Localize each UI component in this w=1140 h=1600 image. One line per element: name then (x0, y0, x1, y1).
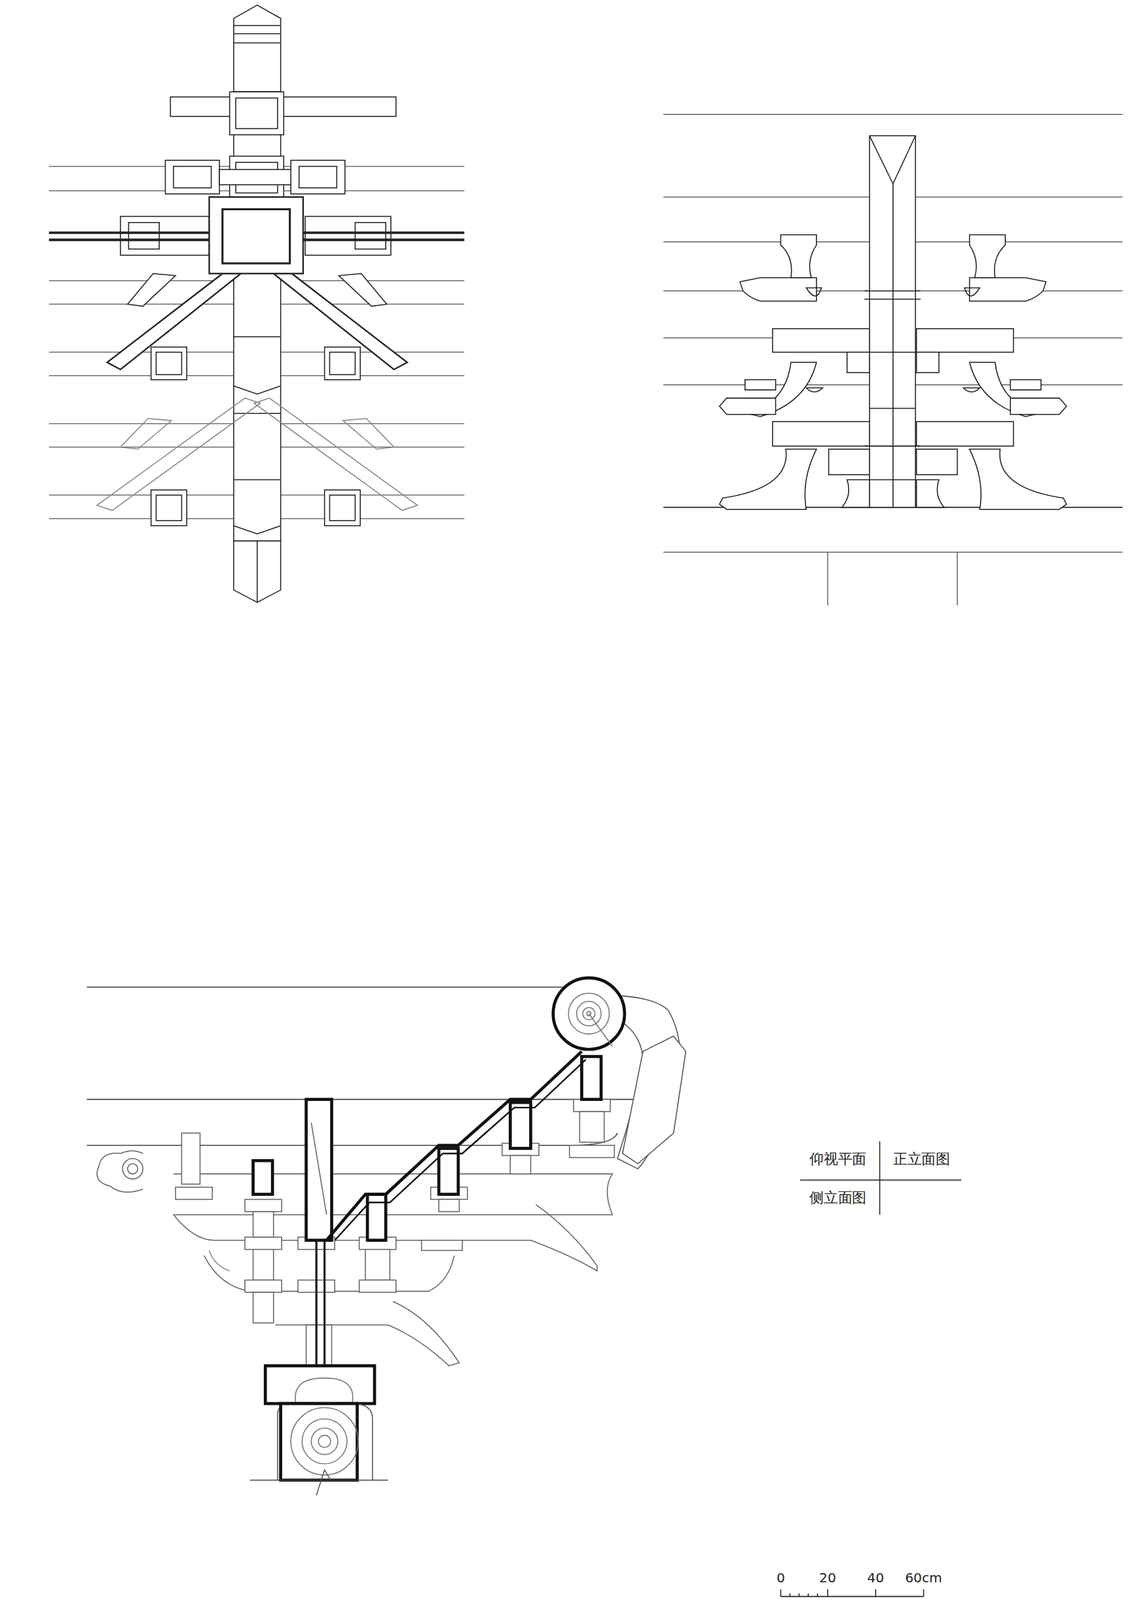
view-title: 侧立面图 (809, 1189, 867, 1207)
scale-number: 0 (776, 1569, 786, 1586)
plan-view (49, 5, 465, 603)
scale-number: 20 (819, 1569, 837, 1586)
scale-number: 40 (866, 1569, 884, 1586)
front-elevation (663, 114, 1123, 606)
scale-number: 60cm (904, 1569, 943, 1586)
scale-bar (780, 1589, 924, 1597)
side-elevation (86, 977, 686, 1495)
view-title-grid (800, 1141, 962, 1215)
view-title: 仰视平面 (809, 1150, 867, 1168)
view-title: 正立面图 (893, 1150, 951, 1168)
